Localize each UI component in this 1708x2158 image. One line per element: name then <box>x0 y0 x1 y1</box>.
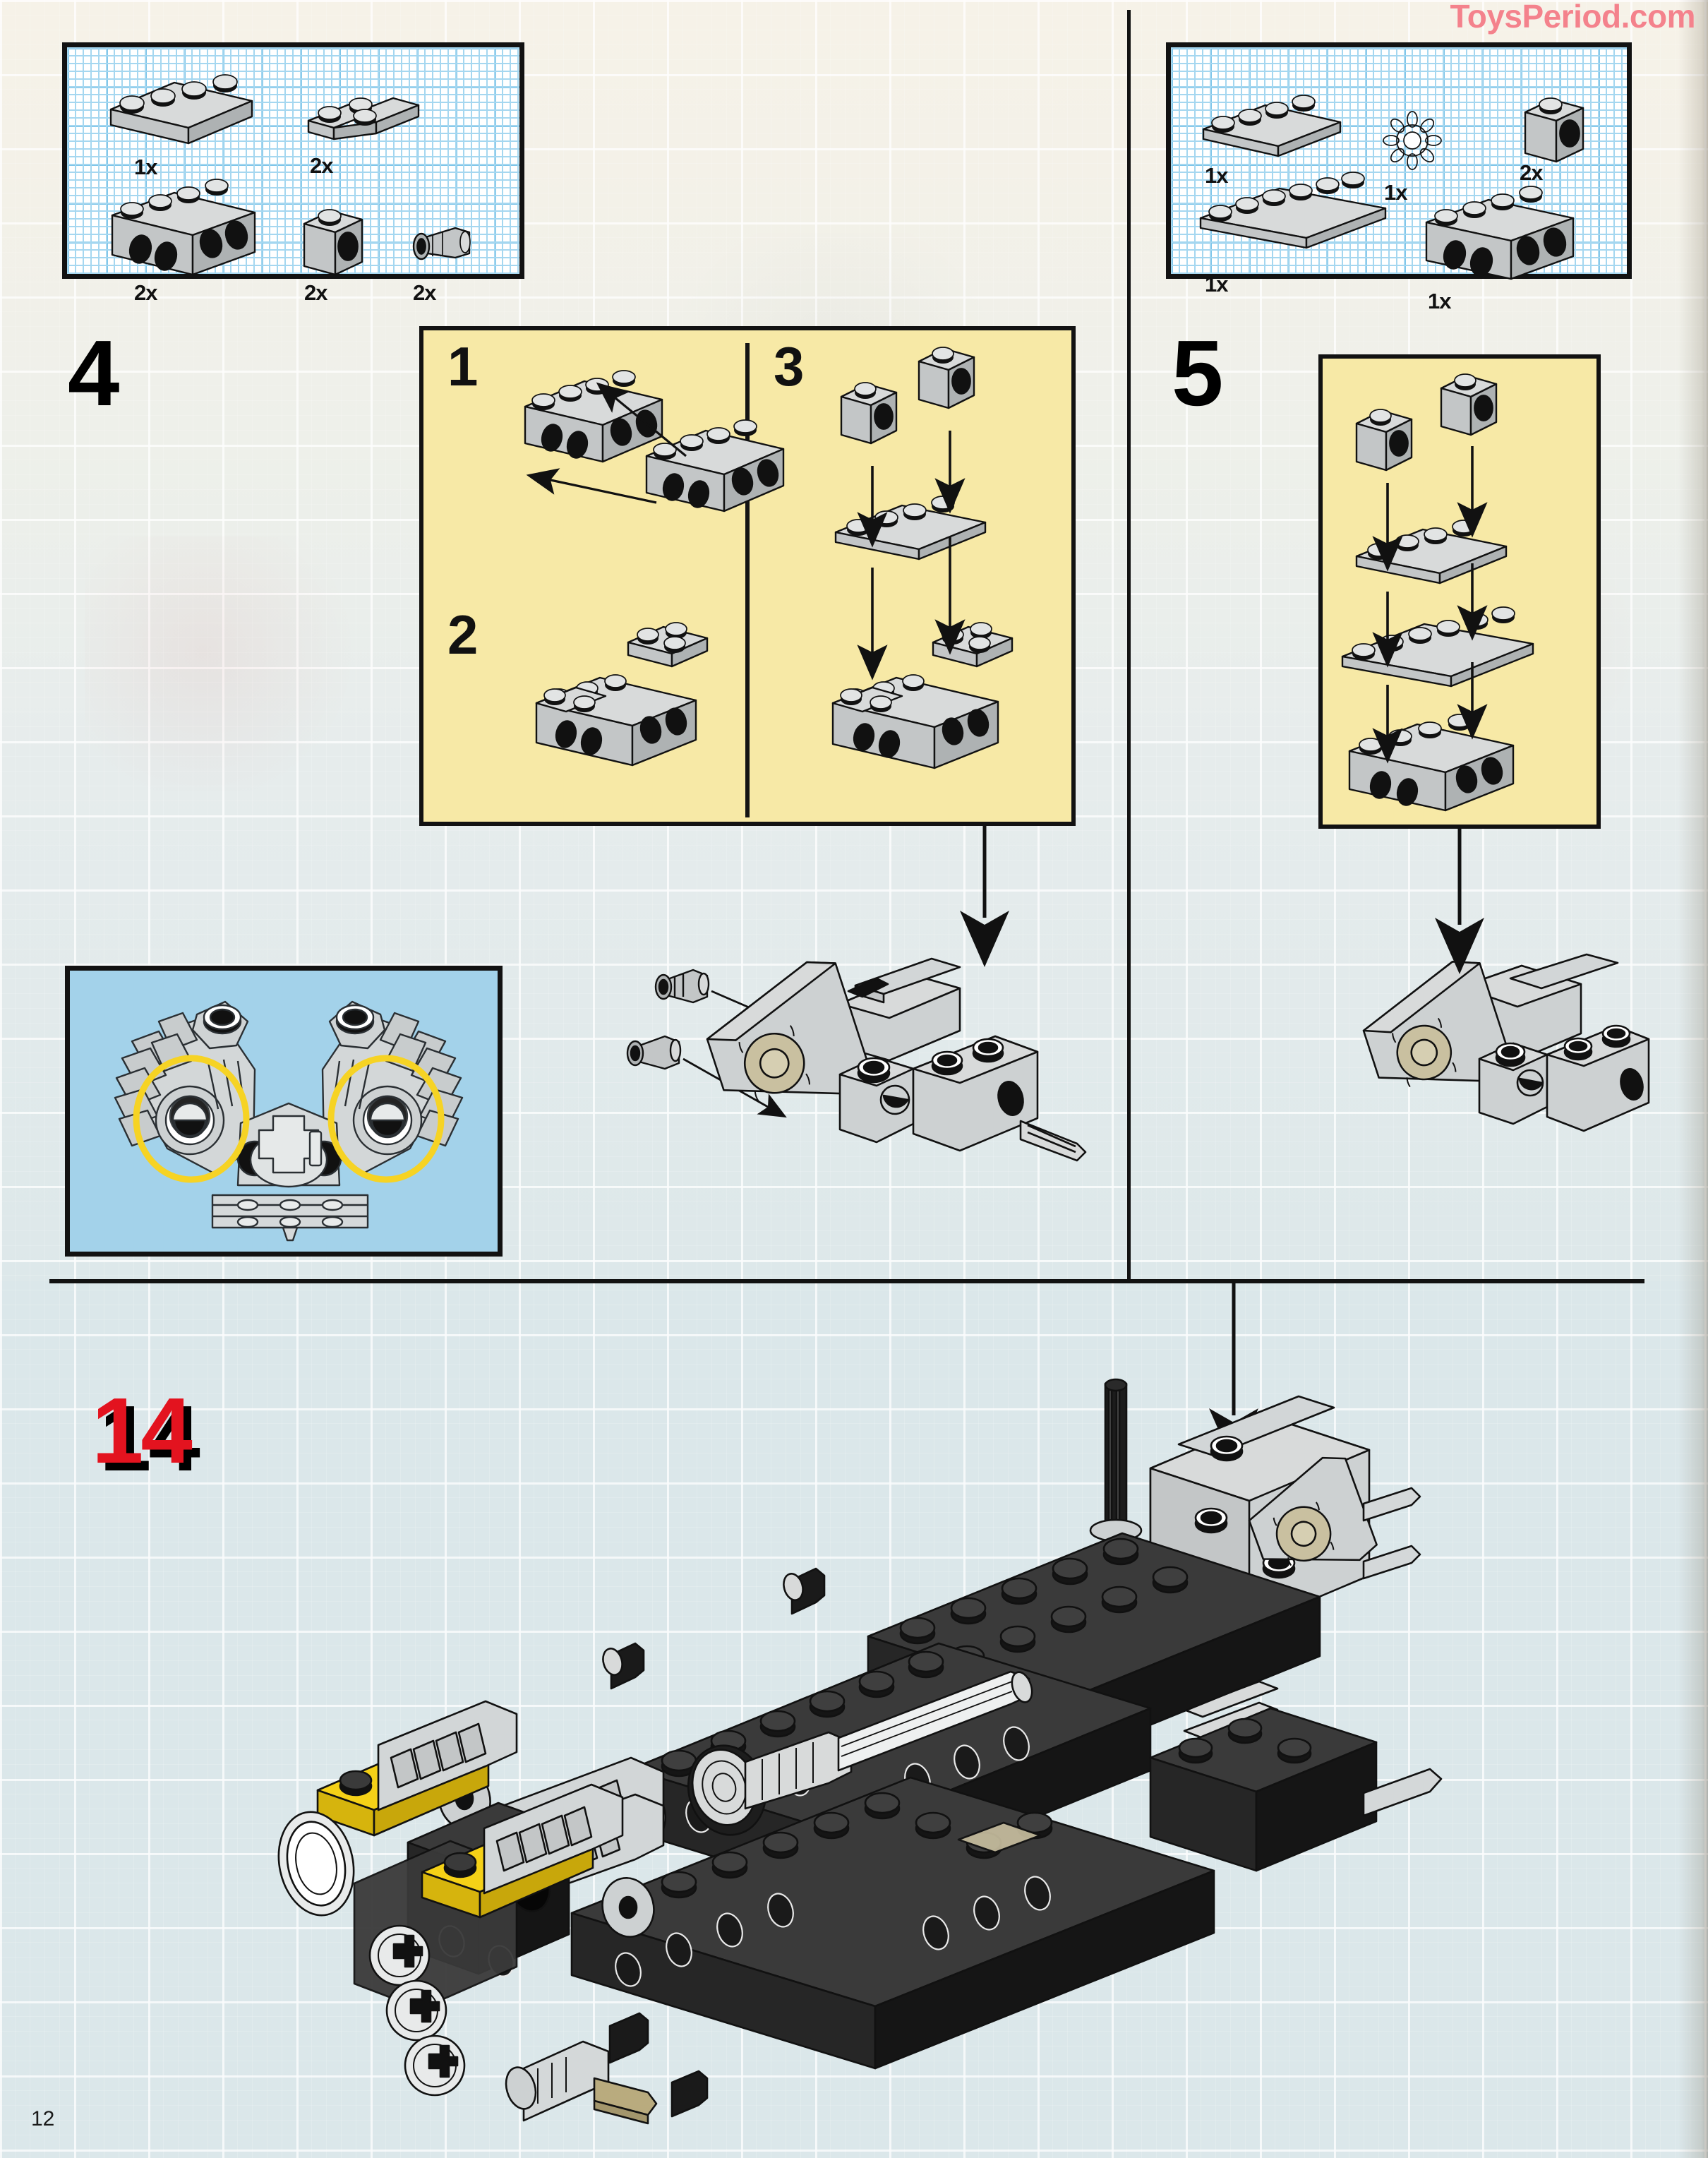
part-technic-brick-1x1-hole <box>294 197 379 292</box>
step5-technic-brick-1x1-a <box>1348 400 1426 484</box>
column-divider-vertical <box>1127 10 1131 1281</box>
qty-technic-brick-1x4-holes: 2x <box>134 280 157 305</box>
parts-box-step-5: 1x <box>1166 42 1632 313</box>
substep3-technic-brick-1x1-a <box>833 373 910 457</box>
qty-technic-brick-1x1-hole: 2x <box>1520 160 1543 185</box>
step-4-result-subassembly <box>626 954 1094 1258</box>
part-plate-1x4 <box>1195 91 1350 162</box>
step-5-result-subassembly <box>1341 953 1652 1248</box>
substep2-assembly <box>522 613 734 796</box>
qty-technic-brick-1x4-holes: 1x <box>1428 289 1451 313</box>
substep-label-2: 2 <box>447 604 479 666</box>
main-model-assembly <box>277 1377 1475 2139</box>
part-technic-brick-1x4-holes <box>104 179 273 284</box>
qty-plate-1x6: 1x <box>1205 272 1228 296</box>
step-number-5: 5 <box>1172 321 1224 425</box>
step5-plate-1x4 <box>1348 512 1524 590</box>
step5-plate-1x6 <box>1334 606 1546 692</box>
substep-label-3: 3 <box>774 335 805 397</box>
qty-technic-brick-1x1-hole: 2x <box>304 280 327 305</box>
step-number-4: 4 <box>68 321 120 425</box>
substep1-technic-brick-right <box>638 416 800 529</box>
v-twin-engine-illustration <box>91 985 486 1247</box>
highlight-circle-right <box>327 1055 445 1183</box>
substep-label-1: 1 <box>447 335 479 397</box>
page-edge-shadow <box>1678 0 1708 2158</box>
part-technic-bush-half <box>404 215 482 279</box>
page-number: 12 <box>31 2107 55 2130</box>
part-technic-brick-1x1-hole <box>1515 87 1600 179</box>
site-watermark: ToysPeriod.com <box>1450 0 1696 35</box>
main-step-number: 14 <box>92 1379 193 1482</box>
qty-plate-2x2-corner: 2x <box>310 153 333 178</box>
qty-brick-1x4: 1x <box>134 155 157 179</box>
part-plate-2x2-corner <box>300 77 427 155</box>
qty-plate-1x4: 1x <box>1205 163 1228 188</box>
substep3-assembly <box>816 613 1042 803</box>
substep-panel-step-4: 1 2 3 <box>419 326 1076 826</box>
part-gear-8-tooth <box>1377 105 1448 176</box>
substep-panel-divider <box>745 343 750 817</box>
detail-callout-engine <box>65 966 503 1257</box>
highlight-circle-left <box>133 1055 250 1183</box>
part-brick-1x4 <box>101 70 263 155</box>
step5-technic-brick-1x4-holes <box>1341 712 1539 825</box>
step5-technic-brick-1x1-b <box>1433 364 1510 449</box>
part-plate-1x6 <box>1192 172 1397 252</box>
substep3-technic-brick-1x1-b <box>910 337 988 422</box>
section-divider-horizontal <box>49 1279 1644 1283</box>
substep-panel-step-5 <box>1318 354 1601 829</box>
part-technic-brick-1x4-holes <box>1418 186 1594 292</box>
qty-technic-bush-half: 2x <box>413 280 436 305</box>
parts-box-step-4: 1x 2x <box>62 42 524 305</box>
qty-gear-8-tooth: 1x <box>1384 180 1407 205</box>
substep3-plate-1x4 <box>827 488 1004 566</box>
